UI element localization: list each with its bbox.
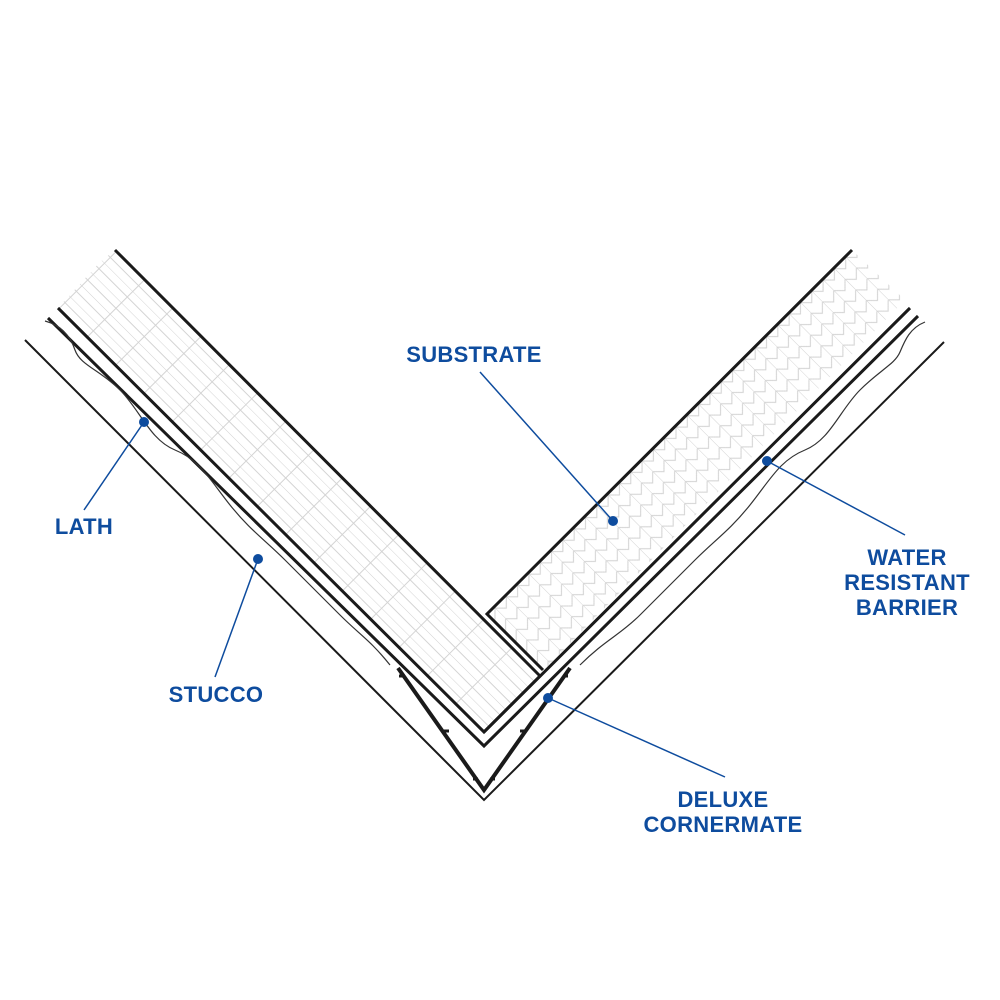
label-line: CORNERMATE [643, 812, 803, 837]
leader-dots [139, 417, 772, 703]
substrate-right [484, 248, 905, 672]
label-deluxe-cornermate: DELUXE CORNERMATE [643, 787, 802, 837]
label-water-resistant-barrier: WATER RESISTANT BARRIER [844, 545, 970, 620]
label-stucco: STUCCO [168, 682, 264, 707]
lath-lines [44, 320, 926, 666]
label-line: RESISTANT [844, 570, 970, 595]
label-lath: LATH [54, 514, 114, 539]
substrate-left [58, 248, 542, 734]
label-substrate: SUBSTRATE [406, 342, 542, 367]
label-line: DELUXE [677, 787, 769, 812]
label-line: WATER [867, 545, 947, 570]
cornermate-bead [396, 666, 572, 794]
leader-lines [83, 371, 906, 778]
label-line: BARRIER [855, 595, 959, 620]
stucco-outer-line [24, 339, 945, 802]
